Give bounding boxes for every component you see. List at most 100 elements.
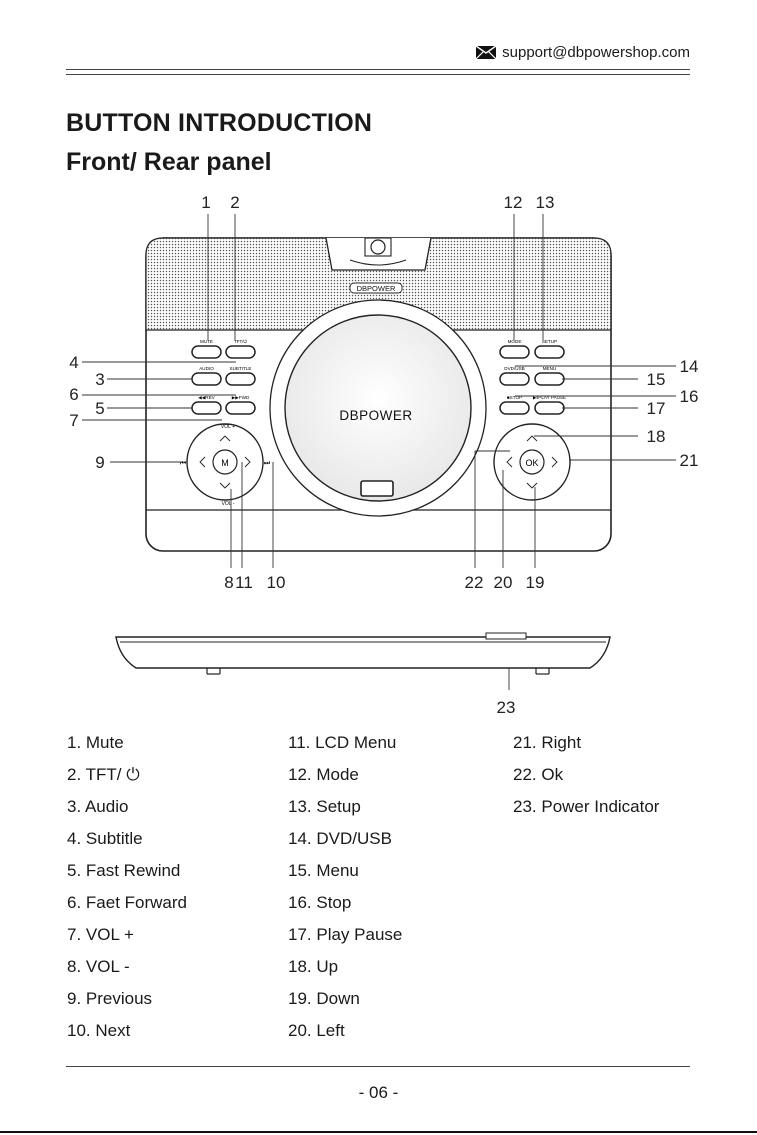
right-panel-button-label-r1-right: SETUP (542, 339, 557, 344)
ok-label: OK (525, 458, 538, 468)
header-rule (66, 69, 690, 70)
callout-10: 10 (267, 573, 286, 592)
callout-5: 5 (95, 399, 104, 418)
legend-item: 14. DVD/USB (288, 829, 392, 848)
right-panel-button-r3-left[interactable] (499, 401, 530, 415)
page-edge (0, 1131, 757, 1133)
left-arrow (506, 456, 513, 468)
ok-button (519, 449, 545, 475)
legend-item: 12. Mode (288, 765, 359, 784)
left-nav-pad[interactable]: M ⏮ ⏭ (180, 423, 271, 501)
legend-column-3: 21. Right 22. Ok 23. Power Indicator (513, 727, 659, 823)
right-nav-pad[interactable]: OK (493, 423, 571, 501)
callout-16: 16 (680, 387, 699, 406)
legend-item: 10. Next (67, 1021, 131, 1040)
left-panel-button-r3-right[interactable] (225, 401, 256, 415)
legend-item: 1. Mute (67, 733, 124, 752)
brand-badge-text: DBPOWER (357, 284, 396, 293)
svg-text:⏭: ⏭ (264, 460, 271, 467)
lcd-menu-button (212, 449, 238, 475)
left-panel-button-r2-left[interactable] (191, 372, 222, 386)
right-panel-button-label-r3-left: ■STOP (507, 395, 522, 400)
brand-badge (349, 282, 403, 294)
envelope-icon (476, 46, 497, 59)
left-panel-button-r2-right[interactable] (225, 372, 256, 386)
disc-lid (284, 314, 472, 502)
callout-2: 2 (230, 193, 239, 212)
legend-item: 21. Right (513, 733, 582, 752)
vol-minus-label: VOL - (222, 501, 235, 507)
next-arrow (244, 456, 251, 468)
right-panel-button-r1-left[interactable] (499, 345, 530, 359)
legend-item: 6. Faet Forward (67, 893, 187, 912)
legend-item: 5. Fast Rewind (67, 861, 181, 880)
legend-item: 16. Stop (288, 893, 352, 912)
left-panel-button-r1-right[interactable] (225, 345, 256, 359)
right-button-group: MODE SETUP DVD/USB MENU ■STOP ▶‖PLAY PAUSE (499, 339, 566, 415)
right-panel-button-label-r2-left: DVD/USB (504, 366, 524, 371)
device-rear-view (115, 632, 611, 675)
callout-12: 12 (504, 193, 523, 212)
left-panel-button-label-r2-left: AUDIO (199, 366, 214, 371)
legend-item: 18. Up (288, 957, 339, 976)
header-rule-thin (66, 74, 690, 75)
callout-19: 19 (526, 573, 545, 592)
right-arrow (551, 456, 558, 468)
left-panel-button-label-r1-right: TFT/⏻ (234, 339, 248, 344)
left-panel-button-r3-left[interactable] (191, 401, 222, 415)
callout-23: 23 (497, 698, 516, 717)
right-panel-button-r2-right[interactable] (534, 372, 565, 386)
callout-14: 14 (680, 357, 699, 376)
support-email[interactable]: support@dbpowershop.com (476, 44, 690, 61)
down-arrow (526, 482, 538, 489)
callout-3: 3 (95, 370, 104, 389)
left-panel-button-label-r3-left: ◀◀REV (198, 395, 215, 400)
callout-21: 21 (680, 451, 699, 470)
page-number: - 06 - (358, 1083, 399, 1102)
right-panel-button-label-r3-right: ▶‖PLAY PAUSE (533, 395, 566, 400)
callout-18: 18 (647, 427, 666, 446)
right-panel-button-r1-right[interactable] (534, 345, 565, 359)
legend-item: 2. TFT/ ⏻ (67, 765, 140, 784)
legend-item: 23. Power Indicator (513, 797, 660, 816)
legend-item: 11. LCD Menu (288, 733, 397, 752)
disc-brand-text: DBPOWER (339, 408, 412, 423)
legend-item: 7. VOL + (67, 925, 134, 944)
legend-column-2: 11. LCD Menu 12. Mode 13. Setup 14. DVD/… (288, 727, 402, 1047)
previous-arrow (199, 456, 206, 468)
callout-11: 11 (235, 573, 253, 592)
device-front-panel: DBPOWER DBPOWER (145, 237, 612, 552)
callout-1: 1 (201, 193, 210, 212)
left-panel-button-label-r2-right: SUBTITLE (230, 366, 252, 371)
legend-item: 3. Audio (67, 797, 129, 816)
lcd-menu-label: M (221, 458, 229, 468)
footer-rule (66, 1066, 690, 1067)
hinge (325, 237, 432, 271)
power-switch (360, 480, 394, 497)
right-panel-button-label-r1-left: MODE (508, 339, 522, 344)
legend-item: 19. Down (288, 989, 360, 1008)
legend-item: 22. Ok (513, 765, 564, 784)
vol-plus-label: VOL + (221, 424, 235, 430)
right-panel-button-r2-left[interactable] (499, 372, 530, 386)
support-email-text[interactable]: support@dbpowershop.com (502, 44, 690, 61)
legend-item: 13. Setup (288, 797, 361, 816)
callout-17: 17 (647, 399, 666, 418)
legend-item: 17. Play Pause (288, 925, 403, 944)
left-panel-button-label-r3-right: ▶▶FWD (232, 395, 250, 400)
up-arrow (526, 435, 538, 442)
callout-4: 4 (69, 353, 78, 372)
callout-15: 15 (647, 370, 666, 389)
legend-item: 9. Previous (67, 989, 153, 1008)
left-panel-button-r1-left[interactable] (191, 345, 222, 359)
section-title: Front/ Rear panel (66, 148, 272, 176)
right-panel-button-r3-right[interactable] (534, 401, 565, 415)
callout-7: 7 (69, 411, 78, 430)
page-header: support@dbpowershop.com (0, 0, 757, 80)
callout-13: 13 (536, 193, 555, 212)
callout-22: 22 (465, 573, 484, 592)
callout-8: 8 (224, 573, 233, 592)
right-panel-button-label-r2-right: MENU (543, 366, 557, 371)
